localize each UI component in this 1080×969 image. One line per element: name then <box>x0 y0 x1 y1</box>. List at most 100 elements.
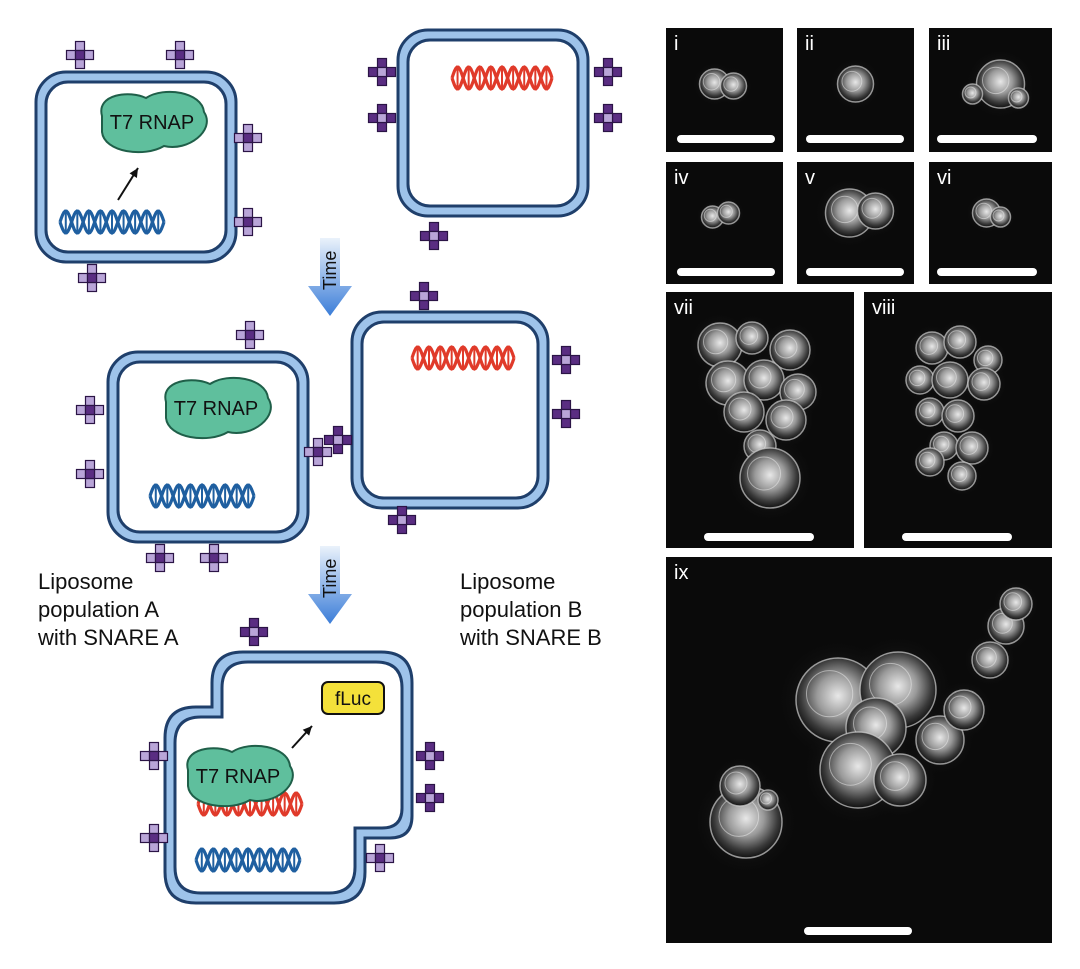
snare-a-icon <box>233 207 263 237</box>
population-a-line1: Liposome <box>38 569 133 594</box>
dna-template-middle <box>148 483 256 509</box>
snare-b-icon <box>323 425 353 455</box>
snare-b-icon <box>387 505 417 535</box>
population-b-line1: Liposome <box>460 569 555 594</box>
snare-a-icon <box>75 459 105 489</box>
protein-label: T7 RNAP <box>196 766 280 788</box>
snare-a-icon <box>65 40 95 70</box>
vesicle <box>1007 87 1030 109</box>
vesicle <box>873 753 927 807</box>
scale-bar <box>704 533 814 541</box>
time-label: Time <box>320 559 340 598</box>
vesicle <box>765 399 807 441</box>
panel-label-i: i <box>674 33 678 55</box>
dna-target-middle <box>410 345 516 371</box>
snare-b-icon <box>409 281 439 311</box>
t7-rnap-middle: T7 RNAP <box>164 376 272 440</box>
micrograph-panel-ix: ix <box>666 557 1052 943</box>
time-arrow-1: Time <box>308 238 352 316</box>
vesicle <box>955 431 989 465</box>
protein-label: T7 RNAP <box>174 398 258 420</box>
expression-arrow-top <box>117 167 139 201</box>
snare-b-icon <box>415 783 445 813</box>
vesicle <box>719 72 748 100</box>
liposome-b-middle <box>350 310 550 510</box>
vesicle <box>697 322 743 368</box>
panel-label-ii: ii <box>805 33 814 55</box>
snare-b-icon <box>551 345 581 375</box>
expression-arrow-fused <box>291 725 313 749</box>
snare-a-icon <box>233 123 263 153</box>
vesicle <box>941 399 975 433</box>
vesicle <box>943 689 985 731</box>
scale-bar <box>806 135 904 143</box>
t7-rnap-top: T7 RNAP <box>100 90 208 154</box>
vesicle <box>967 367 1001 401</box>
dna-template-top <box>58 209 166 235</box>
panel-label-v: v <box>805 167 815 189</box>
vesicle <box>716 201 741 225</box>
vesicle <box>836 65 875 103</box>
population-a-line3: with SNARE A <box>37 625 179 650</box>
vesicle <box>931 361 969 399</box>
snare-a-icon <box>199 543 229 573</box>
scale-bar <box>677 268 775 276</box>
snare-b-icon <box>415 741 445 771</box>
t7-rnap-fused: T7 RNAP <box>186 744 294 808</box>
reporter-label: fLuc <box>335 689 371 710</box>
vesicle <box>915 447 945 477</box>
snare-a-icon <box>75 395 105 425</box>
vesicle <box>999 587 1033 621</box>
snare-b-icon <box>367 103 397 133</box>
micrograph-panel-viii: viii <box>864 292 1052 548</box>
panel-label-ix: ix <box>674 562 688 584</box>
micrograph-panel-i: i <box>666 28 783 152</box>
micrograph-panel-ii: ii <box>797 28 914 152</box>
snare-a-icon <box>303 437 333 467</box>
population-b-line2: population B <box>460 597 582 622</box>
micrograph-panel-v: v <box>797 162 914 284</box>
micrograph-panel-vii: vii <box>666 292 854 548</box>
micrograph-panel-iii: iii <box>929 28 1052 152</box>
vesicle <box>735 321 769 355</box>
time-label: Time <box>320 251 340 290</box>
panel-label-iv: iv <box>674 167 688 189</box>
vesicle <box>757 789 779 811</box>
snare-a-icon <box>77 263 107 293</box>
vesicle <box>739 447 801 509</box>
scale-bar <box>677 135 775 143</box>
scale-bar <box>902 533 1012 541</box>
snare-b-icon <box>593 103 623 133</box>
scale-bar <box>937 268 1037 276</box>
panel-label-vii: vii <box>674 297 693 319</box>
vesicle <box>961 83 984 105</box>
vesicle <box>943 325 977 359</box>
vesicle <box>915 715 965 765</box>
snare-b-icon <box>593 57 623 87</box>
protein-label: T7 RNAP <box>110 112 194 134</box>
panel-label-iii: iii <box>937 33 950 55</box>
snare-b-icon <box>239 617 269 647</box>
population-b-line3: with SNARE B <box>459 625 602 650</box>
snare-b-icon <box>551 399 581 429</box>
vesicle <box>856 192 895 230</box>
vesicle <box>947 461 977 491</box>
micrograph-panel-iv: iv <box>666 162 783 284</box>
liposome-b-top <box>396 28 590 218</box>
panel-label-viii: viii <box>872 297 895 319</box>
vesicle <box>719 765 761 807</box>
snare-a-icon <box>139 823 169 853</box>
dna-template-fused <box>194 847 302 873</box>
snare-a-icon <box>165 40 195 70</box>
population-a-line2: population A <box>38 597 159 622</box>
vesicle <box>971 641 1009 679</box>
liposome-a-middle <box>106 350 310 544</box>
vesicle <box>723 391 765 433</box>
vesicle <box>989 206 1012 228</box>
snare-b-icon <box>367 57 397 87</box>
snare-b-icon <box>419 221 449 251</box>
micrograph-panel-vi: vi <box>929 162 1052 284</box>
snare-a-icon <box>139 741 169 771</box>
